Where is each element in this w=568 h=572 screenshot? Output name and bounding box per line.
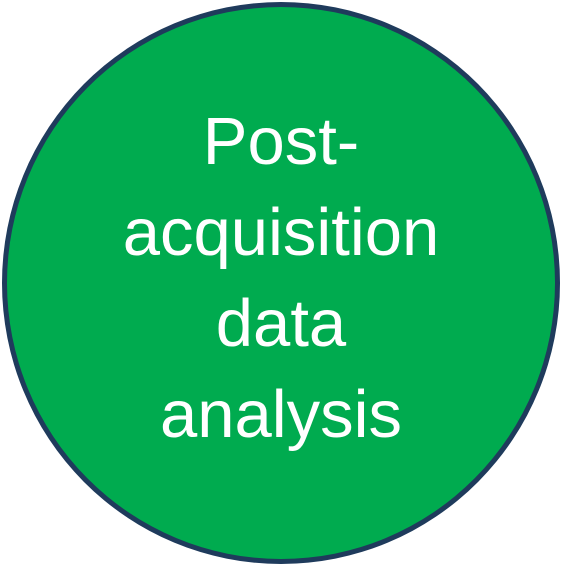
- step-label-line-1: Post-: [202, 104, 360, 179]
- step-label: Post- acquisition data analysis: [123, 96, 440, 460]
- step-circle: Post- acquisition data analysis: [2, 2, 560, 564]
- step-label-line-4: analysis: [159, 377, 403, 452]
- step-label-line-2: acquisition: [122, 195, 440, 270]
- step-label-line-3: data: [215, 286, 347, 361]
